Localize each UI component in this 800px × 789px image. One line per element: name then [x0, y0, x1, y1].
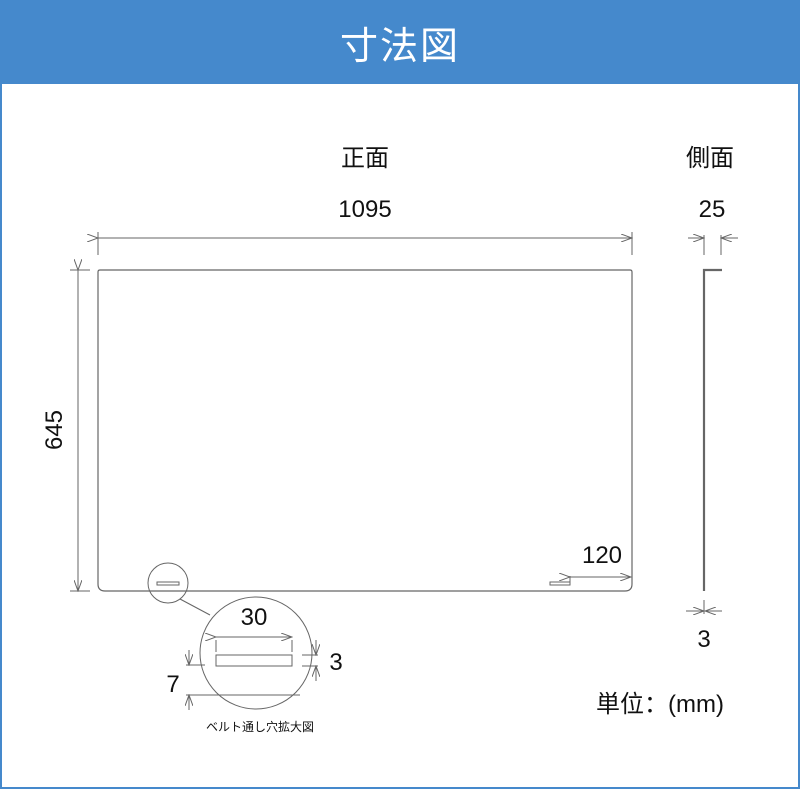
detail-width-label: 30 — [241, 604, 268, 631]
detail-caption: ベルト通し穴拡大図 — [206, 719, 314, 734]
detail-height-label: 7 — [166, 671, 179, 698]
notch-dimension — [549, 576, 631, 586]
detail-slot-label: 3 — [329, 649, 342, 676]
front-width-dimension — [98, 232, 632, 255]
side-thickness-label: 3 — [697, 626, 710, 653]
unit-label: 単位：(mm) — [596, 691, 724, 718]
notch-label: 120 — [582, 542, 622, 569]
side-depth-label: 25 — [699, 196, 726, 223]
side-thickness-dimension — [686, 600, 722, 614]
front-panel-outline — [97, 269, 633, 592]
front-height-dimension — [70, 270, 90, 591]
side-view-title: 側面 — [686, 145, 734, 172]
page-title: 寸法図 — [339, 23, 460, 68]
header-bar: 寸法図 — [0, 0, 800, 84]
belt-hole-callout — [147, 562, 318, 710]
side-depth-dimension — [688, 235, 738, 255]
front-view-title: 正面 — [341, 145, 389, 172]
side-panel-outline — [702, 268, 722, 591]
front-height-label: 645 — [41, 410, 68, 450]
front-width-label: 1095 — [338, 196, 391, 223]
